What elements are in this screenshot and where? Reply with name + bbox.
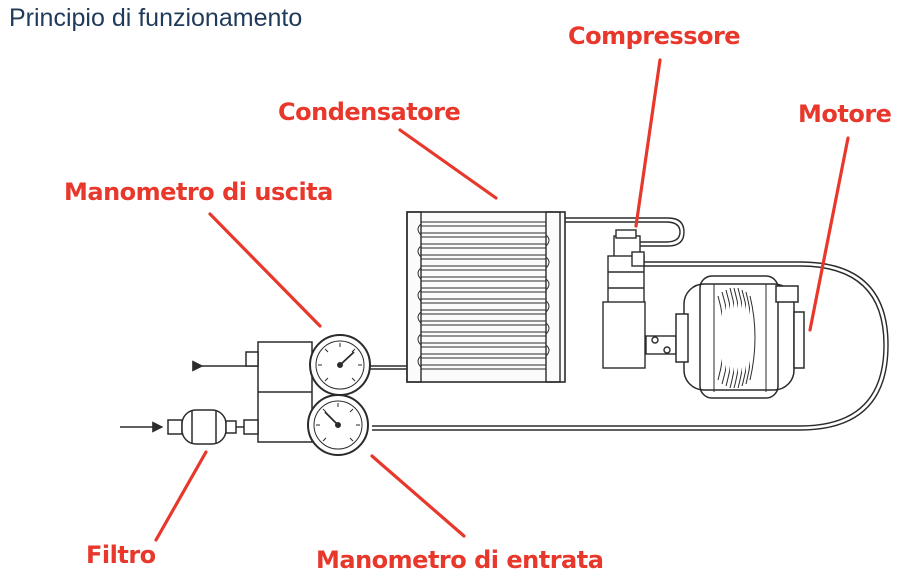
label-motor: Motore [798,100,892,128]
motor [675,275,805,399]
leader-motor [808,136,850,332]
leader-compressor [634,58,662,228]
label-outlet-gauge: Manometro di uscita [64,178,333,206]
filter-dryer [167,409,237,445]
manifold-block [243,341,313,443]
leader-outlet-gauge [208,212,322,328]
leader-filter [154,450,208,542]
label-filter: Filtro [86,541,156,569]
condenser [406,211,566,383]
inlet-gauge [307,394,369,456]
callout-lines [154,58,850,542]
leader-condenser [398,128,498,200]
leader-inlet-gauge [370,454,466,538]
label-inlet-gauge: Manometro di entrata [316,546,604,574]
page-title: Principio di funzionamento [9,4,303,32]
label-compressor: Compressore [568,22,741,50]
piping [120,217,889,433]
outlet-gauge [309,334,371,396]
label-condenser: Condensatore [278,98,461,126]
